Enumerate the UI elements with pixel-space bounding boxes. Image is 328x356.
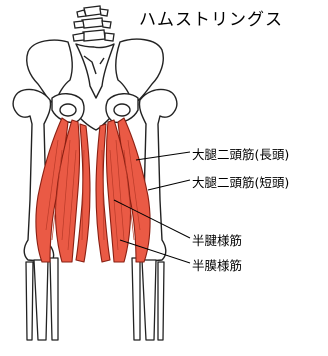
right-hamstring-muscles [96, 118, 150, 262]
label-semimembranosus: 半膜様筋 [192, 255, 242, 274]
leader-line-biceps-long [136, 152, 190, 160]
diagram-title: ハムストリングス [139, 5, 283, 30]
label-biceps-femoris-short-head: 大腿二頭筋(短頭) [192, 172, 289, 191]
lower-leg-bones [26, 258, 164, 340]
label-biceps-femoris-long-head: 大腿二頭筋(長頭) [192, 144, 289, 163]
spine [73, 6, 114, 41]
label-semitendinosus: 半腱様筋 [192, 230, 242, 249]
